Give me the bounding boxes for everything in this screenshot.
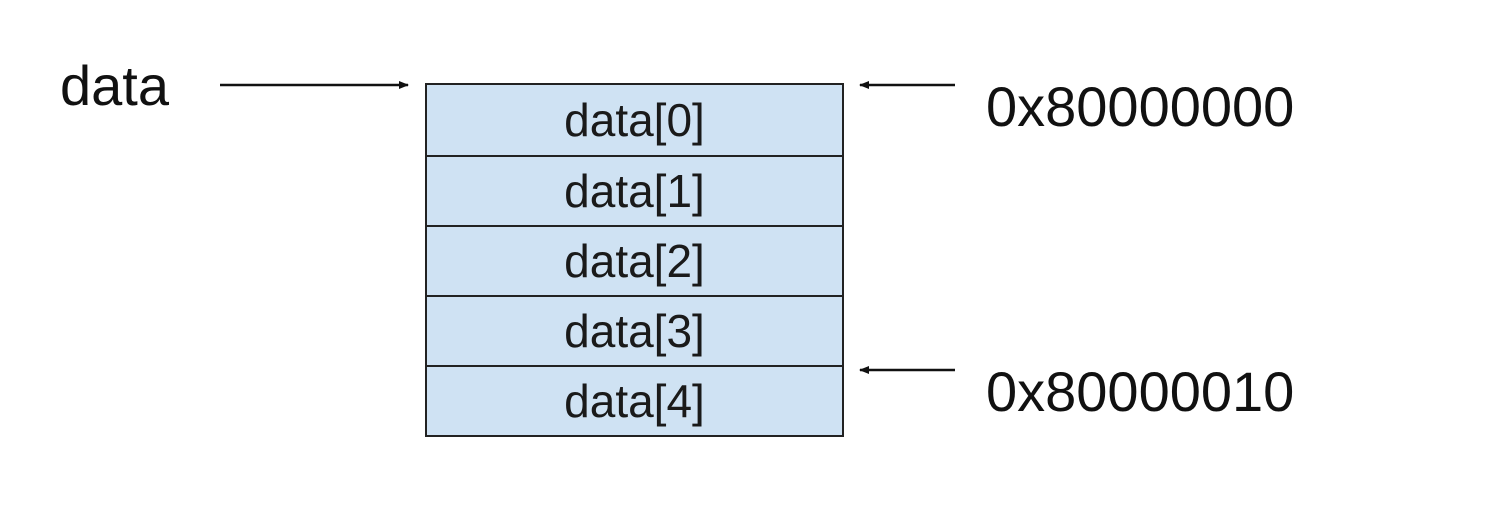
array-cell-1: data[1]	[427, 155, 842, 225]
array-cell-3: data[3]	[427, 295, 842, 365]
array-cell-4: data[4]	[427, 365, 842, 435]
pointer-name-label: data	[60, 54, 169, 117]
array-cell-0: data[0]	[564, 94, 705, 146]
start-address-label: 0x80000000	[986, 75, 1295, 138]
end-address-label: 0x80000010	[986, 360, 1295, 423]
array-block: data[0] data[1] data[2] data[3] data[4]	[425, 83, 844, 437]
array-cell-2: data[2]	[427, 225, 842, 295]
